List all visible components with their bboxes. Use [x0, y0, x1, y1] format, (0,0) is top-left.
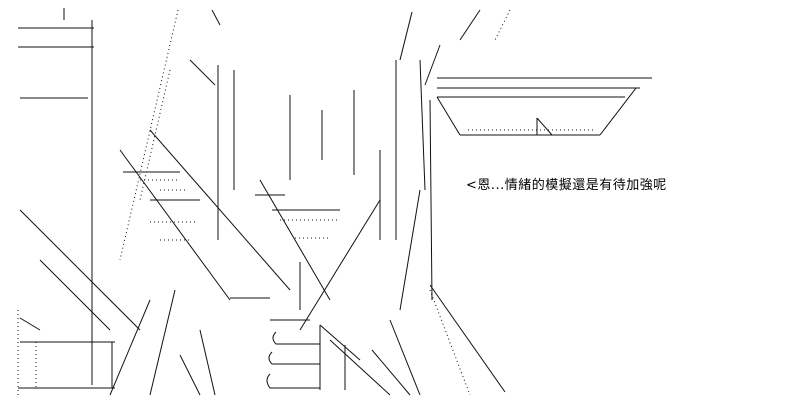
- hand-art: [266, 324, 391, 396]
- tray-art: [424, 9, 652, 136]
- left-frame-art: [17, 8, 115, 395]
- dialogue-caption: <恩...情緒的模擬還是有待加強呢: [466, 178, 667, 193]
- hair-lines-art: [19, 9, 433, 331]
- face-art: [123, 171, 340, 321]
- arm-art: [109, 284, 506, 396]
